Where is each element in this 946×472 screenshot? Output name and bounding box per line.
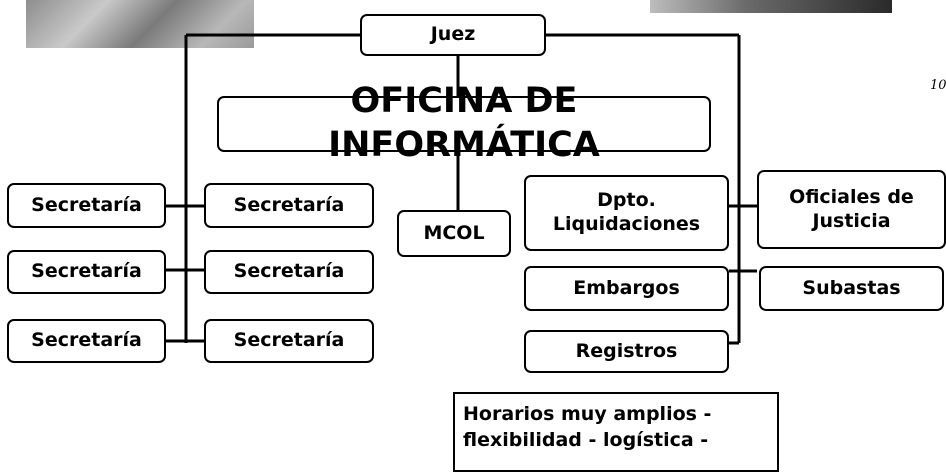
node-secretaria-6: Secretaría <box>204 319 374 363</box>
page-number: 10 <box>930 78 946 93</box>
node-secretaria-5: Secretaría <box>7 319 166 363</box>
connector-lines <box>166 33 757 345</box>
node-registros: Registros <box>524 330 729 373</box>
node-oficiales-justicia: Oficiales de Justicia <box>757 170 946 249</box>
node-dpto-liquidaciones: Dpto. Liquidaciones <box>524 175 729 251</box>
node-secretaria-3: Secretaría <box>7 250 166 294</box>
background-photo-right <box>650 0 892 13</box>
node-secretaria-1: Secretaría <box>7 183 166 228</box>
node-mcol: MCOL <box>397 210 511 257</box>
node-secretaria-4: Secretaría <box>204 250 374 294</box>
node-subastas: Subastas <box>759 266 944 311</box>
node-oficina-informatica: OFICINA DE INFORMÁTICA <box>217 81 711 165</box>
note-box: Horarios muy amplios - flexibilidad - lo… <box>453 392 779 472</box>
background-photo-left <box>26 0 254 48</box>
node-juez: Juez <box>360 14 546 56</box>
node-secretaria-2: Secretaría <box>204 183 374 228</box>
node-embargos: Embargos <box>524 266 729 311</box>
